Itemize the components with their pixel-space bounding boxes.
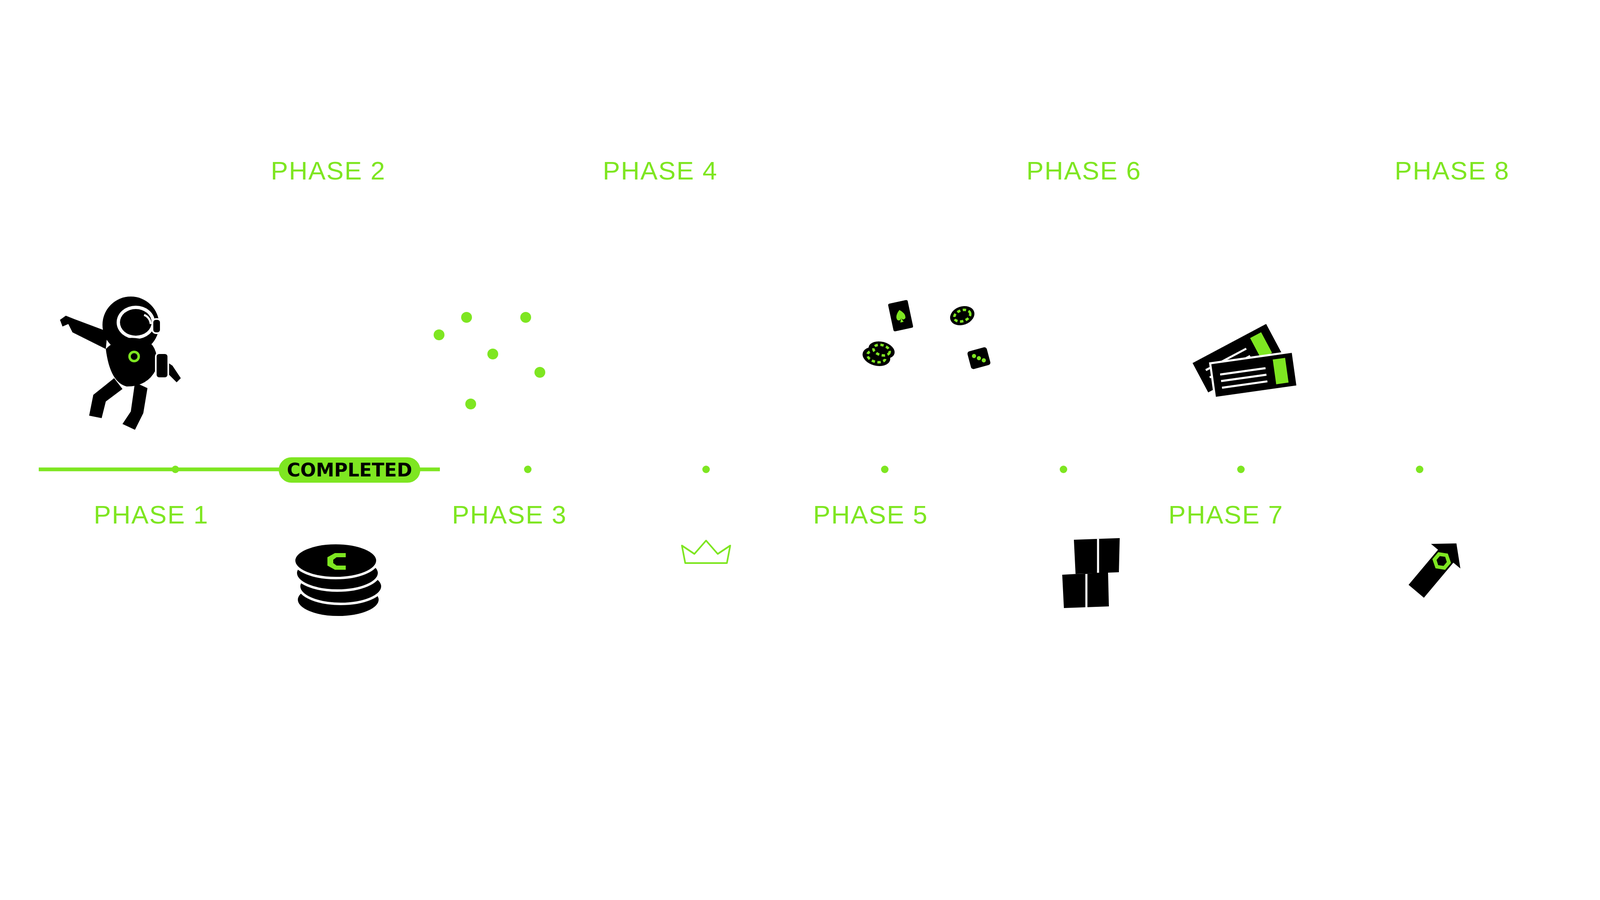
- phase-label: PHASE 5: [813, 499, 929, 530]
- token-dots: [433, 312, 546, 410]
- astronaut-icon-part: [152, 319, 161, 334]
- astronaut-icon-part: [59, 315, 108, 350]
- tickets-icon-part-part: [1220, 374, 1267, 382]
- token-dots-part: [461, 312, 472, 323]
- crown-icon-part: [681, 540, 731, 564]
- tickets-icon-part-part: [1220, 368, 1266, 375]
- phase-label: PHASE 3: [451, 499, 567, 530]
- crown-icon: [681, 540, 731, 564]
- coin-stack-icon: [294, 543, 383, 618]
- astronaut-icon-part: [143, 349, 181, 383]
- astronaut-icon-part: [119, 309, 152, 336]
- phase-label: PHASE 6: [1026, 155, 1142, 186]
- token-dots-part: [520, 312, 532, 323]
- token-dots-part: [465, 398, 477, 410]
- timeline-part: [1237, 465, 1245, 474]
- casino-icon-part-part: [976, 355, 982, 361]
- timeline-part: [171, 465, 180, 474]
- phase-label: PHASE 8: [1394, 155, 1510, 186]
- casino-icon-part-part: [894, 309, 907, 324]
- astronaut-icon-part: [155, 353, 169, 379]
- token-dots-part: [534, 366, 546, 378]
- cubes-icon-part: [1097, 539, 1100, 574]
- astronaut-icon-part: [144, 314, 151, 325]
- casino-icon-part-part: [866, 338, 897, 362]
- rocket-icon: [1401, 531, 1472, 604]
- cubes-icon: [1062, 538, 1120, 609]
- casino-icon: [860, 299, 991, 370]
- casino-icon-part-part: [947, 302, 977, 329]
- astronaut-icon-part: [89, 378, 123, 419]
- phase-label: PHASE 4: [602, 155, 718, 186]
- casino-icon-part-part: [952, 307, 972, 324]
- casino-icon-part-part: [966, 346, 991, 370]
- tickets-icon-part-part: [1210, 351, 1298, 398]
- astronaut-icon-part: [122, 382, 148, 430]
- cubes-icon-part: [1073, 538, 1120, 575]
- status-pill: COMPLETED: [278, 457, 421, 483]
- timeline-part: [881, 465, 889, 474]
- timeline-part: [1415, 465, 1424, 474]
- astronaut-icon-part: [129, 351, 139, 362]
- astronaut-icon: [59, 296, 181, 430]
- tickets-icon-part-part: [1222, 381, 1268, 388]
- timeline: [38, 465, 1424, 474]
- phase-label: PHASE 7: [1168, 499, 1284, 530]
- casino-icon-part: [860, 337, 897, 370]
- casino-icon-part: [966, 346, 991, 370]
- coin-stack-icon-part: [327, 553, 346, 570]
- tickets-icon-part-part: [1272, 357, 1289, 385]
- casino-icon-part-part: [971, 353, 977, 359]
- rocket-icon-part: [1434, 554, 1449, 569]
- astronaut-icon-part: [116, 305, 155, 340]
- phase-label: PHASE 1: [93, 499, 209, 530]
- tickets-icon: [1192, 324, 1298, 399]
- rocket-icon-part: [1401, 531, 1472, 604]
- timeline-part: [524, 465, 532, 474]
- status-text: COMPLETED: [287, 459, 412, 481]
- casino-icon-part: [947, 302, 977, 329]
- tickets-icon-part: [1210, 351, 1298, 398]
- cubes-icon-part: [1062, 572, 1109, 609]
- phase-label: PHASE 2: [270, 155, 386, 186]
- token-dots-part: [433, 329, 445, 341]
- rocket-icon-part: [1429, 548, 1455, 575]
- timeline-part: [702, 465, 710, 474]
- cubes-icon-part: [1085, 574, 1088, 609]
- token-dots-part: [487, 348, 499, 360]
- casino-icon-part-part: [887, 299, 914, 332]
- casino-icon-part-part: [872, 343, 892, 358]
- coin-stack-icon-part: [294, 543, 378, 579]
- casino-icon-part-part: [981, 357, 987, 363]
- casino-icon-part: [887, 299, 914, 332]
- timeline-part: [1059, 465, 1068, 474]
